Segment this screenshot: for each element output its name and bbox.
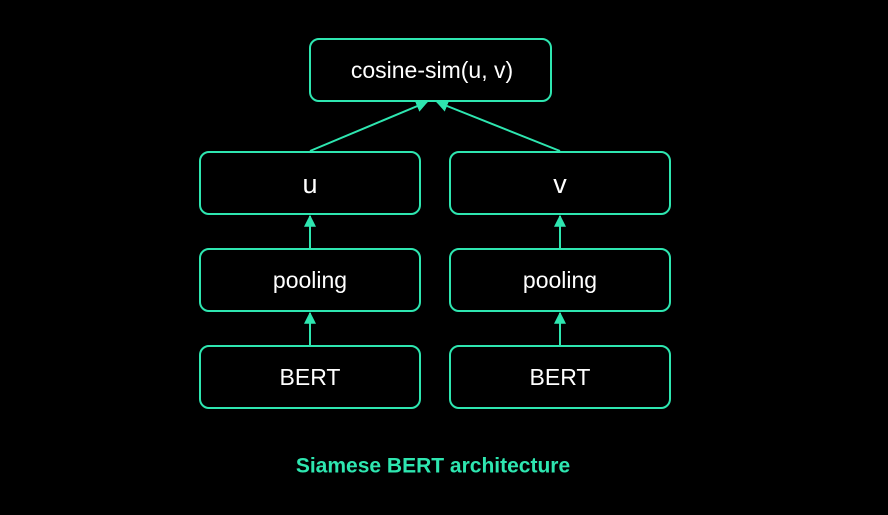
bert-right-label: BERT <box>530 364 591 390</box>
pooling-left-label: pooling <box>273 267 347 293</box>
pooling-left-node: pooling <box>199 248 421 312</box>
edge-v-to-cosine <box>435 100 561 152</box>
v-label: v <box>553 169 567 199</box>
u-embedding-node: u <box>199 151 421 215</box>
edge-u-to-cosine <box>309 100 429 152</box>
bert-right-node: BERT <box>449 345 671 409</box>
pooling-right-node: pooling <box>449 248 671 312</box>
u-label: u <box>302 169 317 199</box>
diagram-caption: Siamese BERT architecture <box>296 455 570 478</box>
cosine-sim-node: cosine-sim(u, v) <box>309 38 552 102</box>
cosine-sim-label: cosine-sim(u, v) <box>351 57 513 83</box>
bert-left-label: BERT <box>280 364 341 390</box>
v-embedding-node: v <box>449 151 671 215</box>
bert-left-node: BERT <box>199 345 421 409</box>
pooling-right-label: pooling <box>523 267 597 293</box>
